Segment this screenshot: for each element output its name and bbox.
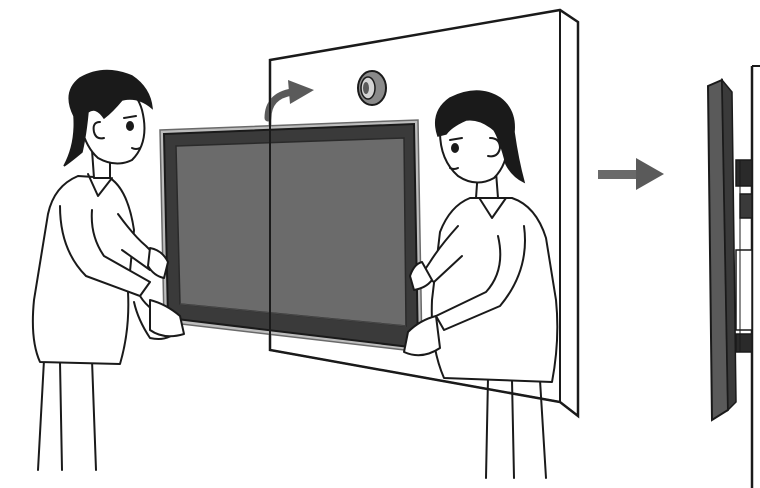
wall-bracket: [358, 71, 386, 105]
tv-screen: [176, 138, 406, 326]
tv-panel: [160, 120, 422, 352]
mount-bracket-side: [736, 160, 752, 352]
right-arrow-icon: [598, 158, 664, 190]
mounted-side-view: [708, 66, 760, 488]
